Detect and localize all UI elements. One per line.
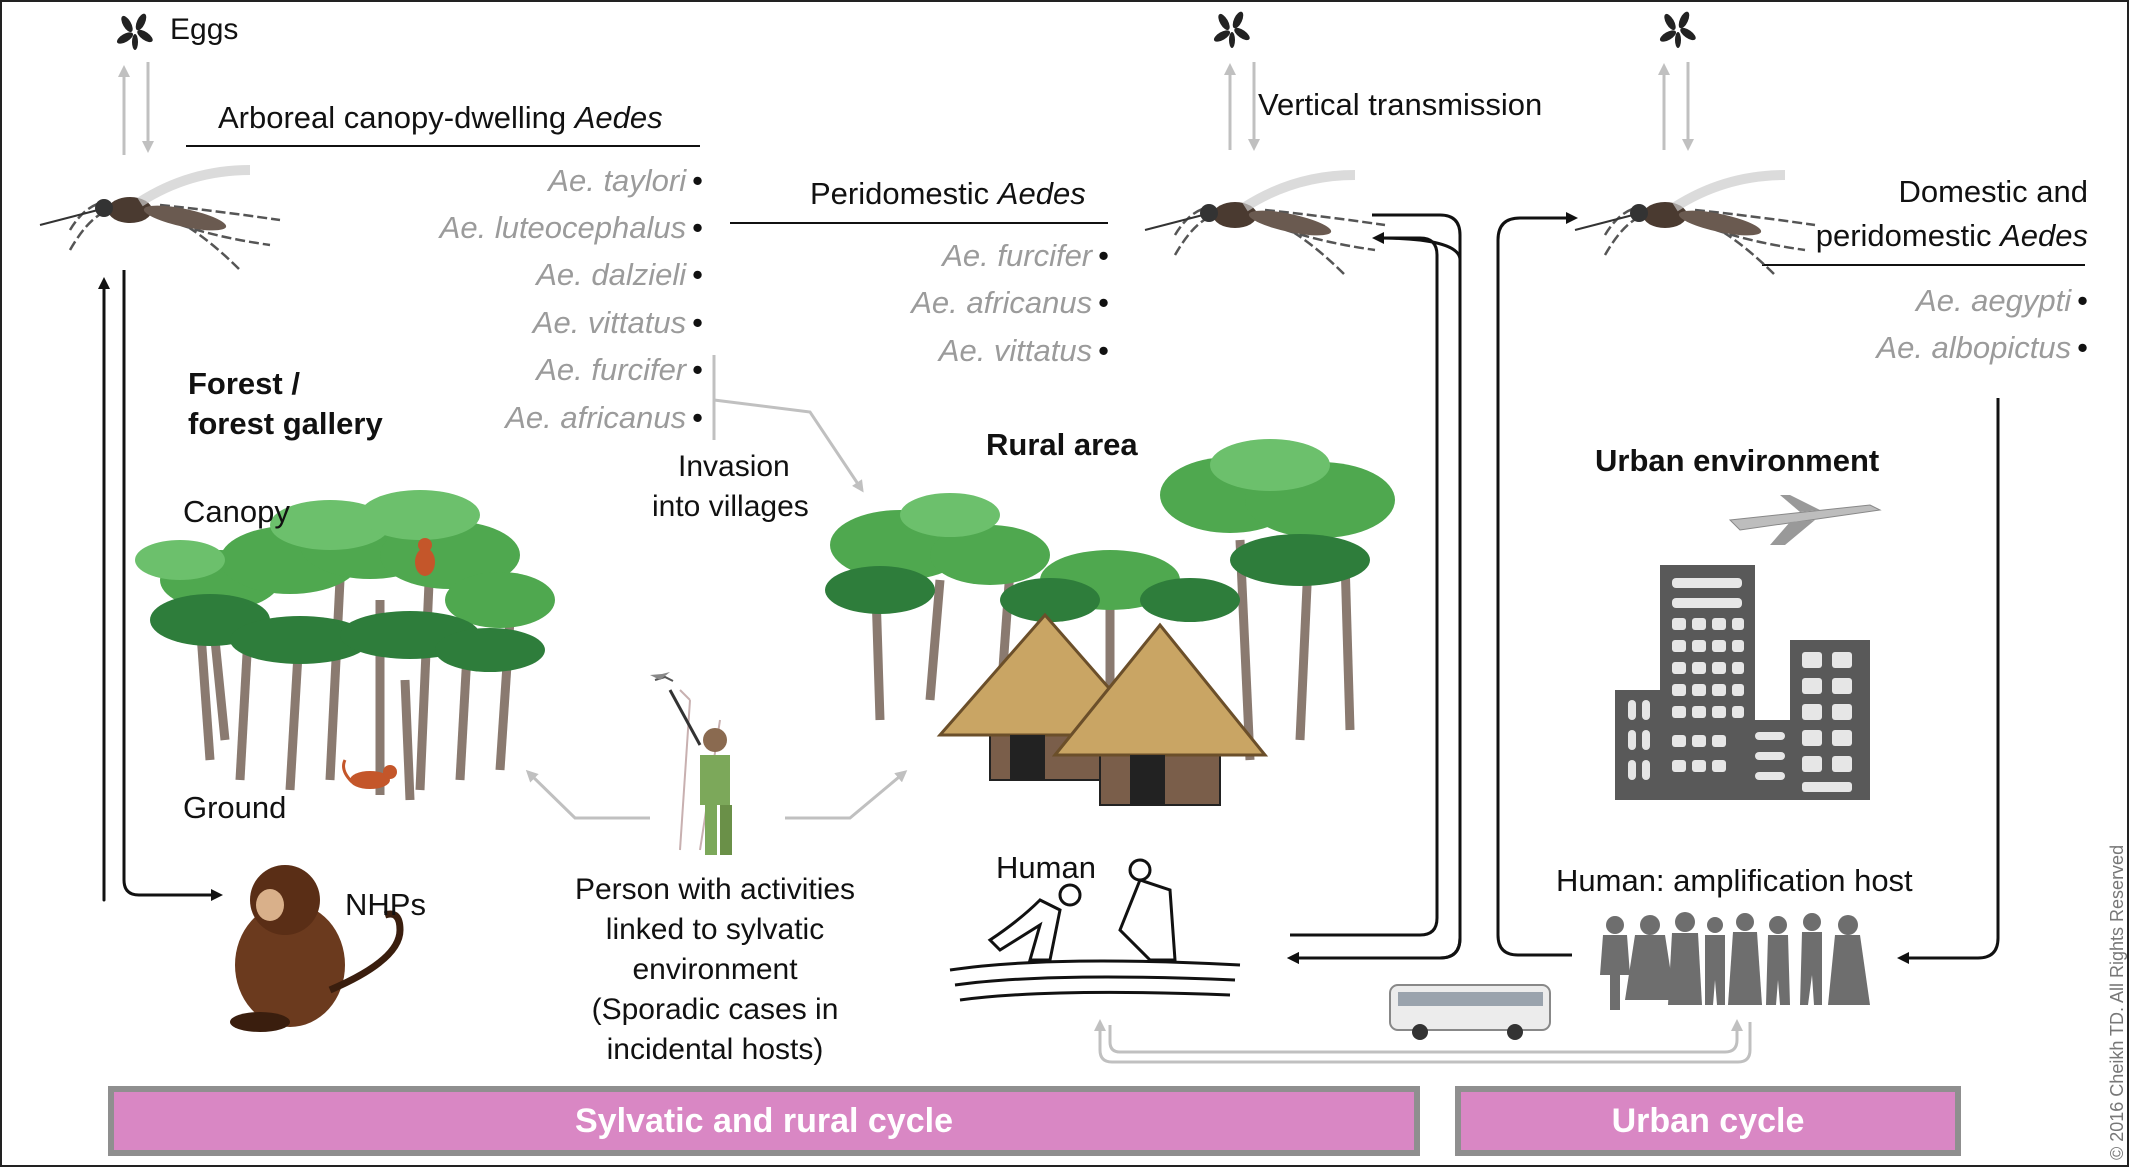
invasion-arrow	[712, 355, 864, 493]
arboreal-species-4: Ae. vittatus•	[532, 305, 703, 340]
bus-arrows	[1094, 1019, 1752, 1064]
copyright-text: © 2016 Cheikh TD. All Rights Reserved	[2107, 844, 2127, 1160]
mosquito-icon	[1144, 170, 1386, 276]
species-name: Ae. aegypti	[1916, 283, 2072, 318]
hunter-icon	[654, 675, 732, 855]
domestic-heading-line1: Domestic and	[1898, 174, 2088, 209]
bird-icon	[650, 672, 670, 680]
building-icon	[1615, 565, 1870, 800]
species-name: Ae. albopictus	[1876, 330, 2072, 365]
forest-illustration	[135, 490, 555, 801]
invasion-label-line1: Invasion	[678, 450, 790, 483]
person-line: (Sporadic cases in	[591, 993, 839, 1026]
building-windows	[1628, 578, 1852, 792]
monkey-icon	[415, 538, 435, 576]
vertical-transmission-arrows	[118, 62, 1694, 155]
peridomestic-species-2: Ae. africanus•	[911, 285, 1109, 320]
urban-cycle-arrows	[1496, 212, 2000, 964]
hut-icon	[1051, 622, 1269, 806]
person-line: linked to sylvatic	[605, 913, 825, 946]
person-line: Person with activities	[574, 873, 856, 906]
crowd-icon	[1600, 912, 1870, 1010]
species-name: Ae. vittatus	[938, 333, 1093, 368]
arboreal-heading-text: Arboreal canopy-dwelling	[218, 100, 575, 135]
nhp-monkey-icon	[230, 865, 404, 1032]
peridomestic-species-3: Ae. vittatus•	[938, 333, 1109, 368]
nhps-label: NHPs	[345, 887, 426, 922]
ground-label: Ground	[183, 790, 287, 825]
person-description: Person with activities linked to sylvati…	[540, 870, 890, 1070]
person-line: environment	[632, 953, 798, 986]
rural-cycle-arrows-inner	[1375, 215, 1460, 930]
peridomestic-heading-text: Peridomestic	[810, 176, 998, 211]
domestic-heading-line2: peridomestic Aedes	[1816, 218, 2088, 254]
arboreal-heading-genus: Aedes	[574, 100, 663, 135]
species-name: Ae. furcifer	[536, 352, 687, 387]
arboreal-species-2: Ae. luteocephalus•	[439, 210, 703, 245]
urban-environment-label: Urban environment	[1595, 443, 1880, 478]
species-name: Ae. vittatus	[532, 305, 687, 340]
canopy-label: Canopy	[183, 494, 290, 529]
eggs-icon	[1213, 11, 1250, 48]
vertical-transmission-label: Vertical transmission	[1258, 87, 1543, 122]
airplane-icon	[1728, 495, 1882, 545]
arboreal-heading: Arboreal canopy-dwelling Aedes	[218, 100, 663, 136]
bus-icon	[1389, 984, 1551, 1040]
domestic-heading-genus: Aedes	[2000, 218, 2088, 253]
rural-cycle-arrows	[1287, 236, 1462, 964]
eggs-icon	[1659, 11, 1696, 48]
species-name: Ae. dalzieli	[536, 257, 687, 292]
human-amplification-label: Human: amplification host	[1556, 863, 1913, 898]
monkey-icon	[342, 759, 397, 789]
species-name: Ae. africanus	[911, 285, 1093, 320]
farmers-icon	[949, 858, 1241, 1002]
arboreal-species-5: Ae. furcifer•	[536, 352, 703, 387]
species-name: Ae. taylori	[548, 163, 687, 198]
person-arrows	[525, 769, 908, 820]
peridomestic-heading: Peridomestic Aedes	[810, 176, 1086, 212]
species-name: Ae. furcifer	[942, 238, 1093, 273]
human-label: Human	[996, 850, 1096, 885]
arboreal-species-6: Ae. africanus•	[505, 400, 703, 435]
rural-illustration	[825, 439, 1395, 806]
forest-label-line1: Forest /	[188, 366, 300, 401]
species-name: Ae. luteocephalus	[439, 210, 687, 245]
urban-cycle-band: Urban cycle	[1455, 1086, 1961, 1156]
mosquito-icon	[1574, 170, 1816, 276]
peridomestic-species-1: Ae. furcifer•	[942, 238, 1109, 273]
forest-label-line2: forest gallery	[188, 406, 383, 441]
person-line: incidental hosts)	[606, 1033, 824, 1066]
domestic-heading-text: peridomestic	[1815, 218, 2001, 253]
peridomestic-heading-genus: Aedes	[997, 176, 1086, 211]
species-name: Ae. africanus	[505, 400, 687, 435]
domestic-species-1: Ae. aegypti•	[1916, 283, 2088, 318]
arboreal-species-1: Ae. taylori•	[548, 163, 703, 198]
domestic-species-2: Ae. albopictus•	[1876, 330, 2088, 365]
mosquito-icon	[39, 165, 281, 271]
invasion-label-line2: into villages	[652, 490, 809, 523]
rural-loop	[1287, 213, 1462, 964]
sylvatic-cycle-arrows	[98, 270, 223, 902]
eggs-icon	[116, 13, 153, 50]
sylvatic-cycle-band: Sylvatic and rural cycle	[108, 1086, 1420, 1156]
rural-area-label: Rural area	[986, 427, 1138, 462]
eggs-label: Eggs	[170, 13, 239, 46]
arboreal-species-3: Ae. dalzieli•	[536, 257, 703, 292]
